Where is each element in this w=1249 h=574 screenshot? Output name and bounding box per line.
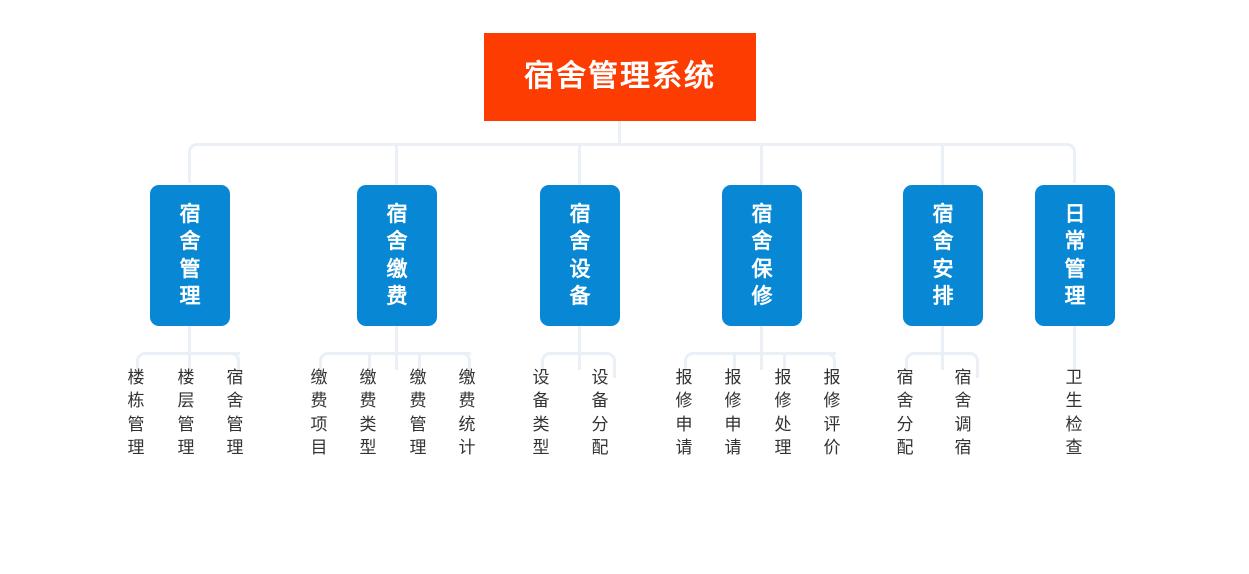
branch-3-bus-right-elbow [810, 352, 836, 378]
leaf-label-1-0[interactable]: 缴费项目 [310, 368, 328, 457]
branch-3-stem [760, 326, 763, 370]
level1-bus-left-elbow [188, 143, 228, 183]
branch-box-4[interactable]: 宿舍安排 [903, 185, 983, 326]
branch-drop-1 [395, 143, 398, 185]
branch-1-stem [395, 326, 398, 370]
branch-3-bus [708, 352, 836, 355]
branch-drop-4 [941, 143, 944, 185]
branch-3-bus-left-elbow [684, 352, 710, 378]
branch-4-bus [929, 352, 958, 355]
leaf-label-0-0[interactable]: 楼栋管理 [127, 368, 145, 457]
leaf-label-3-2[interactable]: 报修处理 [774, 368, 792, 457]
branch-2-bus [565, 352, 595, 355]
branch-4-bus-right-elbow [953, 352, 979, 378]
leaf-label-0-2[interactable]: 宿舍管理 [226, 368, 244, 457]
branch-drop-3 [760, 143, 763, 185]
leaf-label-4-0[interactable]: 宿舍分配 [896, 368, 914, 457]
leaf-label-1-2[interactable]: 缴费管理 [409, 368, 427, 457]
branch-box-2-label: 宿舍设备 [569, 202, 591, 309]
leaf-label-2-1[interactable]: 设备分配 [591, 368, 609, 457]
branch-2-bus-right-elbow [590, 352, 616, 378]
branch-box-1[interactable]: 宿舍缴费 [357, 185, 437, 326]
leaf-label-3-1[interactable]: 报修申请 [724, 368, 742, 457]
leaf-label-0-1[interactable]: 楼层管理 [177, 368, 195, 457]
leaf-label-3-3[interactable]: 报修评价 [823, 368, 841, 457]
branch-1-bus-right-elbow [445, 352, 471, 378]
level1-bus-right-elbow [1036, 143, 1076, 183]
branch-box-5[interactable]: 日常管理 [1035, 185, 1115, 326]
leaf-label-5-0[interactable]: 卫生检查 [1065, 368, 1083, 457]
branch-3-leaf-drop-2 [783, 352, 786, 370]
leaf-label-1-3[interactable]: 缴费统计 [458, 368, 476, 457]
branch-box-4-label: 宿舍安排 [932, 202, 954, 309]
leaf-label-4-1[interactable]: 宿舍调宿 [954, 368, 972, 457]
branch-1-bus-left-elbow [319, 352, 345, 378]
leaf-label-3-0[interactable]: 报修申请 [675, 368, 693, 457]
branch-box-2[interactable]: 宿舍设备 [540, 185, 620, 326]
root-node-label: 宿舍管理系统 [524, 60, 716, 93]
branch-box-3[interactable]: 宿舍保修 [722, 185, 802, 326]
branch-0-bus-right-elbow [214, 352, 240, 378]
branch-2-bus-left-elbow [541, 352, 567, 378]
branch-0-bus-left-elbow [136, 352, 162, 378]
branch-4-stem [941, 326, 944, 370]
leaf-label-1-1[interactable]: 缴费类型 [359, 368, 377, 457]
branch-1-leaf-drop-1 [368, 352, 371, 370]
branch-box-5-label: 日常管理 [1064, 202, 1086, 309]
leaf-label-2-0[interactable]: 设备类型 [532, 368, 550, 457]
branch-5-stem [1073, 326, 1076, 370]
branch-box-1-label: 宿舍缴费 [386, 202, 408, 309]
branch-box-0-label: 宿舍管理 [179, 202, 201, 309]
branch-1-leaf-drop-2 [418, 352, 421, 370]
branch-3-leaf-drop-1 [733, 352, 736, 370]
branch-drop-2 [578, 143, 581, 185]
level1-bus-horizontal [226, 143, 1048, 146]
branch-2-stem [578, 326, 581, 370]
branch-box-0[interactable]: 宿舍管理 [150, 185, 230, 326]
branch-box-3-label: 宿舍保修 [751, 202, 773, 309]
root-stem-connector [618, 121, 621, 145]
root-node[interactable]: 宿舍管理系统 [484, 33, 756, 121]
branch-1-bus [343, 352, 471, 355]
branch-4-bus-left-elbow [905, 352, 931, 378]
branch-0-stem [188, 326, 191, 370]
branch-0-bus [160, 352, 240, 355]
